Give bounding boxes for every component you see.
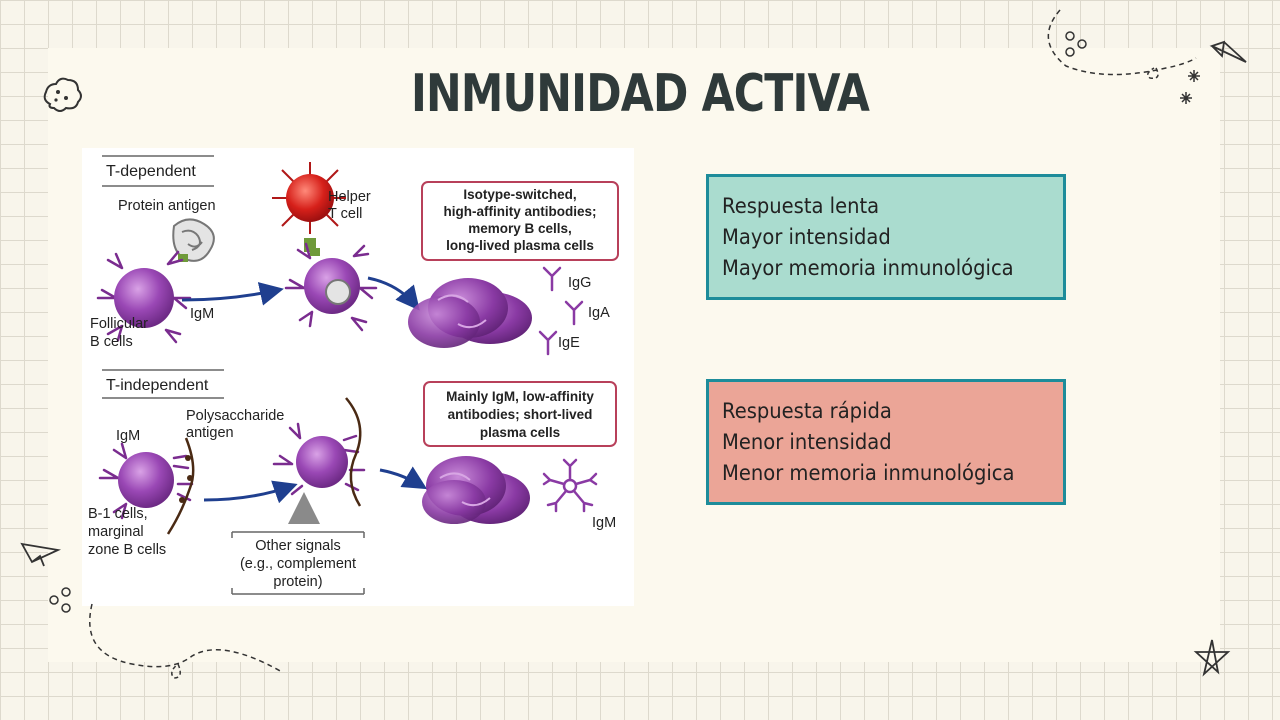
svg-text:long-lived plasma cells: long-lived plasma cells bbox=[446, 238, 594, 253]
follicular-b-cells-label: Follicular B cells bbox=[90, 316, 152, 350]
outcome-box-td: Isotype-switched, high-affinity antibodi… bbox=[421, 181, 619, 261]
b1-cell-icon bbox=[98, 437, 195, 535]
svg-text:antibodies; short-lived: antibodies; short-lived bbox=[448, 407, 593, 422]
summary-line: Mayor intensidad bbox=[722, 225, 891, 249]
svg-text:plasma cells: plasma cells bbox=[480, 425, 560, 440]
arrow-td-1 bbox=[181, 282, 284, 306]
arrow-td-2 bbox=[367, 276, 420, 311]
svg-text:(e.g., complement: (e.g., complement bbox=[240, 556, 356, 572]
plasma-cells-td-icon bbox=[408, 278, 532, 348]
t-dependent-header: T-dependent bbox=[102, 155, 214, 187]
plasma-cells-ti-icon bbox=[422, 456, 530, 524]
other-signals-box: Other signals (e.g., complement protein) bbox=[231, 531, 365, 595]
summary-line: Menor intensidad bbox=[722, 430, 892, 454]
helper-t-cell-label: Helper T cell bbox=[328, 189, 375, 222]
iga-label: IgA bbox=[588, 305, 610, 321]
b1-cells-label: B-1 cells, marginal zone B cells bbox=[88, 506, 166, 558]
svg-text:protein): protein) bbox=[273, 574, 322, 590]
svg-text:T-independent: T-independent bbox=[106, 377, 209, 394]
arrow-ti-2 bbox=[379, 466, 428, 490]
t-dependent-summary-box: Respuesta lenta Mayor intensidad Mayor m… bbox=[706, 174, 1066, 300]
ige-label: IgE bbox=[558, 335, 580, 351]
svg-text:memory B cells,: memory B cells, bbox=[468, 221, 572, 236]
svg-text:Other signals: Other signals bbox=[255, 538, 340, 554]
summary-line: Respuesta lenta bbox=[722, 194, 880, 218]
antibodies-td-icon bbox=[538, 266, 584, 356]
igm-pentamer-label: IgM bbox=[592, 515, 616, 531]
helper-t-cell-icon bbox=[272, 162, 346, 252]
t-independent-summary-box: Respuesta rápida Menor intensidad Menor … bbox=[706, 379, 1066, 505]
doodle-paper-plane-top-icon bbox=[1047, 9, 1247, 104]
summary-line: Menor memoria inmunológica bbox=[722, 461, 1015, 485]
summary-line: Respuesta rápida bbox=[722, 399, 892, 423]
slide-title: INMUNIDAD ACTIVA bbox=[410, 64, 870, 124]
svg-text:T-dependent: T-dependent bbox=[106, 163, 196, 180]
b-cell-activation-figure: T-dependent Protein antigen Helper T cel… bbox=[82, 148, 634, 606]
igg-label: IgG bbox=[568, 275, 591, 291]
activated-b-cell-ti-icon bbox=[272, 397, 366, 507]
svg-text:Isotype-switched,: Isotype-switched, bbox=[463, 187, 576, 202]
activated-b-cell-icon bbox=[284, 242, 378, 332]
pentamer-igm-icon bbox=[542, 458, 598, 513]
igm-label-ti: IgM bbox=[116, 428, 140, 444]
protein-antigen-label: Protein antigen bbox=[118, 198, 216, 214]
svg-text:Mainly IgM, low-affinity: Mainly IgM, low-affinity bbox=[446, 389, 594, 404]
follicular-b-cell-icon bbox=[96, 250, 192, 344]
outcome-box-ti: Mainly IgM, low-affinity antibodies; sho… bbox=[423, 381, 617, 447]
doodle-paper-plane-bottom-icon bbox=[20, 542, 283, 679]
doodle-star-icon bbox=[1193, 639, 1231, 677]
polysaccharide-antigen-label: Polysaccharide antigen bbox=[186, 408, 288, 441]
summary-line: Mayor memoria inmunológica bbox=[722, 256, 1014, 280]
t-independent-header: T-independent bbox=[102, 369, 224, 399]
igm-label-td: IgM bbox=[190, 306, 214, 322]
doodle-cloud-icon bbox=[43, 77, 82, 112]
protein-antigen-icon bbox=[172, 218, 215, 262]
arrow-ti-1 bbox=[203, 480, 298, 504]
svg-text:high-affinity antibodies;: high-affinity antibodies; bbox=[444, 204, 597, 219]
